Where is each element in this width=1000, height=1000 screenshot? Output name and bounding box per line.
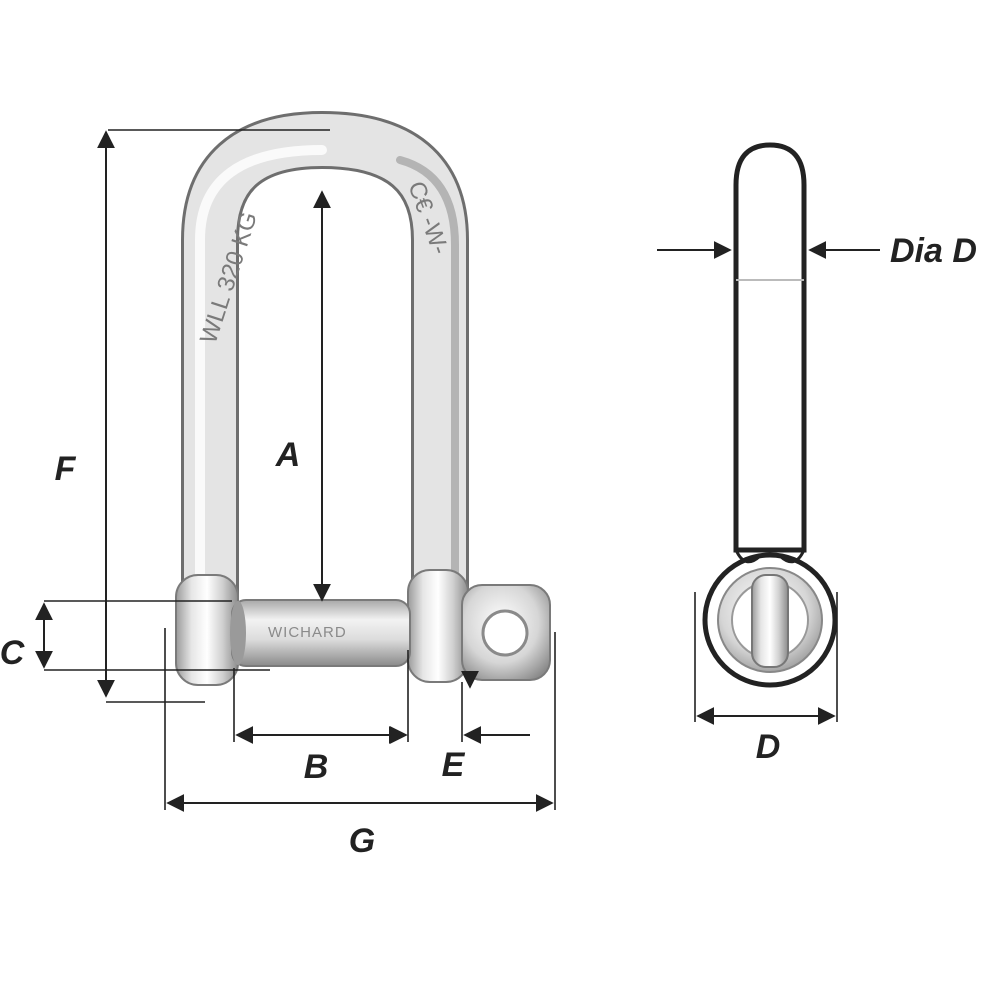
shackle-front-view: WICHARD WLL 320 KG C€ -W- xyxy=(175,110,551,686)
dim-label-a: A xyxy=(275,436,301,474)
shackle-body xyxy=(184,113,466,626)
shackle-right-eye xyxy=(407,569,469,683)
shackle-body-highlight xyxy=(195,145,327,595)
pin-nut-hole xyxy=(481,609,529,657)
shackle-body-outline xyxy=(181,110,469,629)
side-view-shoulder xyxy=(734,549,806,564)
side-view-pin-slot xyxy=(751,574,789,668)
dim-label-g: G xyxy=(349,822,375,860)
dimension-lines-side: Dia D D xyxy=(657,232,977,766)
shackle-side-view xyxy=(702,142,838,688)
dim-label-e: E xyxy=(442,746,466,784)
dim-label-c: C xyxy=(0,634,25,672)
pin-head-edge xyxy=(230,601,246,665)
pin-engraving: WICHARD xyxy=(268,624,347,641)
dim-label-f: F xyxy=(55,450,77,488)
dim-label-dia-d: Dia D xyxy=(890,232,977,270)
side-view-stem xyxy=(733,142,807,553)
dim-label-d: D xyxy=(756,728,781,766)
shackle-body-shade xyxy=(396,156,459,594)
shackle-left-eye xyxy=(175,574,239,686)
dim-label-b: B xyxy=(304,748,329,786)
dimension-lines-front: A B C E F G xyxy=(0,129,556,860)
